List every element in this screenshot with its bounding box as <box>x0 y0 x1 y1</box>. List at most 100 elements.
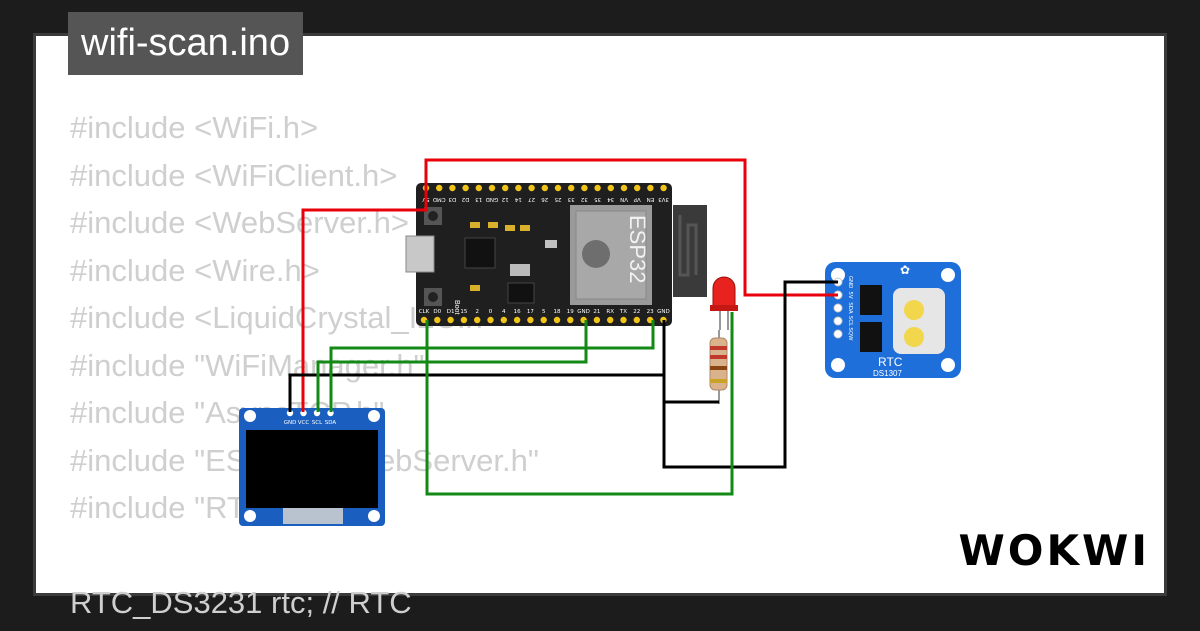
pin-label: 22 <box>633 309 640 315</box>
code-line: RTC_DS3231 rtc; // RTC <box>70 585 412 620</box>
pin-35[interactable] <box>594 184 601 192</box>
pin-gnd[interactable] <box>286 409 294 417</box>
mount-hole <box>244 510 256 522</box>
pin-label: 26 <box>541 196 548 202</box>
rtc-pin-label: SCL <box>847 316 853 327</box>
pin-19[interactable] <box>567 316 574 324</box>
mount-hole <box>368 410 380 422</box>
rtc-model: DS1307 <box>873 369 902 378</box>
pin-18[interactable] <box>553 316 561 324</box>
code-line: #include "WiFiManager.h" <box>70 347 425 383</box>
pin-label: 5 <box>542 309 546 315</box>
wokwi-logo[interactable]: WOKWI <box>958 526 1150 575</box>
wire-led <box>425 312 734 496</box>
pin-15[interactable] <box>460 316 468 324</box>
wires <box>288 158 838 496</box>
pin-label: CLK <box>419 309 430 315</box>
pin-label: GND <box>577 309 590 315</box>
pin-label: 32 <box>581 196 588 202</box>
pin-label: GND <box>284 420 297 426</box>
pin-label: 35 <box>594 196 601 202</box>
mount-hole <box>368 510 380 522</box>
antenna <box>673 205 707 297</box>
pin-label: 12 <box>502 196 509 202</box>
pin-label: 4 <box>502 309 506 315</box>
pin-cmd[interactable] <box>436 184 443 192</box>
pin-label: VCC <box>298 420 310 426</box>
resistor[interactable] <box>709 330 728 404</box>
wire-5v-oled <box>301 188 428 412</box>
pin-34[interactable] <box>607 184 614 192</box>
pin-27[interactable] <box>528 184 535 192</box>
pin-en[interactable] <box>647 184 654 192</box>
pin-16[interactable] <box>513 316 521 324</box>
pin-label: D3 <box>448 196 456 202</box>
pin-rx[interactable] <box>607 316 614 324</box>
rtc-pin-sqw[interactable] <box>833 329 843 339</box>
pin-25[interactable] <box>554 184 562 192</box>
pin-d0[interactable] <box>434 316 441 324</box>
red-led[interactable] <box>710 276 738 330</box>
pin-4[interactable] <box>500 316 507 324</box>
pin-label: 0 <box>489 309 493 315</box>
pin-21[interactable] <box>593 316 601 324</box>
pin-3v3[interactable] <box>660 184 667 192</box>
pin-tx[interactable] <box>620 316 627 324</box>
espressif-logo-icon <box>582 240 610 268</box>
pin-label: 21 <box>593 309 600 315</box>
rtc-pin-sda[interactable] <box>833 303 843 313</box>
pin-vp[interactable] <box>634 184 641 192</box>
wire-gnd-rtc <box>662 280 838 469</box>
pin-label: 16 <box>514 309 521 315</box>
pin-label: 15 <box>460 309 467 315</box>
pin-label: TX <box>619 309 627 315</box>
pin-12[interactable] <box>502 184 509 192</box>
pin-label: SDA <box>325 420 337 426</box>
pin-label: 2 <box>475 309 479 315</box>
pin-vn[interactable] <box>620 184 628 192</box>
rtc-pin-label: SQW <box>847 327 853 341</box>
pin-label: VN <box>620 196 628 202</box>
pin-22[interactable] <box>633 316 640 324</box>
pin-d1[interactable] <box>447 316 454 324</box>
pin-label: VP <box>633 196 641 202</box>
rtc-label: RTC <box>878 355 903 369</box>
esp32-chip-label: ESP32 <box>625 215 650 284</box>
reset-switch <box>510 264 530 276</box>
pin-32[interactable] <box>581 184 588 192</box>
rtc-crystal <box>860 322 882 352</box>
pin-label: 18 <box>554 309 561 315</box>
pin-5[interactable] <box>540 316 547 324</box>
pin-d2[interactable] <box>462 184 469 192</box>
usb-chip <box>464 237 496 269</box>
project-title[interactable]: wifi-scan.ino <box>68 12 304 75</box>
usb-port-icon <box>405 235 435 273</box>
wire-5v-rtc <box>424 158 838 297</box>
pin-label: 17 <box>527 309 534 315</box>
pin-2[interactable] <box>474 316 481 324</box>
pin-14[interactable] <box>515 184 522 192</box>
pin-gnd[interactable] <box>488 184 496 192</box>
code-line: #include <WiFi.h> <box>70 110 319 145</box>
pin-17[interactable] <box>527 316 534 324</box>
pin-0[interactable] <box>487 316 494 324</box>
pin-33[interactable] <box>568 184 575 192</box>
pin-d3[interactable] <box>449 184 456 192</box>
rtc-pin-label: SDA <box>847 302 853 314</box>
pin-label: 3V3 <box>658 196 669 202</box>
wire-scl <box>316 320 588 412</box>
pin-label: 34 <box>607 196 614 202</box>
oled-screen <box>246 430 378 508</box>
pin-26[interactable] <box>541 184 548 192</box>
pin-13[interactable] <box>475 184 482 192</box>
canvas-frame: #include <WiFi.h> #include <WiFiClient.h… <box>33 33 1167 620</box>
mount-hole <box>244 410 256 422</box>
pin-label: 13 <box>475 196 482 202</box>
rtc-pin-scl[interactable] <box>833 316 843 326</box>
